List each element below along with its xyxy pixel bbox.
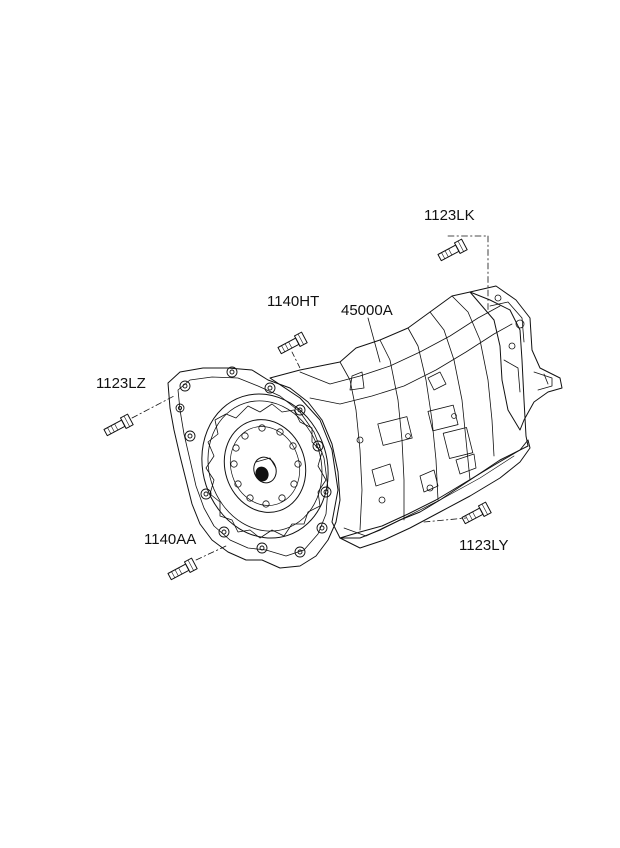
transmission-case (269, 291, 529, 539)
case-details (349, 371, 477, 504)
bolt-1140aa (167, 557, 198, 581)
transmission-assembly (167, 285, 563, 569)
housing-bosses (175, 366, 332, 558)
part-label-1140aa: 1140AA (144, 531, 197, 548)
bolt-1123lz (103, 413, 134, 437)
bolt-1140ht (277, 331, 308, 355)
bell-housing (167, 367, 341, 569)
part-label-1123ly: 1123LY (459, 537, 509, 554)
part-label-1123lk: 1123LK (424, 207, 475, 224)
part-label-1123lz: 1123LZ (96, 375, 146, 392)
converter-stud-holes (230, 424, 302, 508)
oil-pan (339, 439, 531, 549)
bolt-1123lk (437, 238, 468, 262)
case-ribs (299, 295, 513, 531)
extension-housing (469, 285, 563, 431)
torque-converter (201, 393, 329, 539)
leader-lines (131, 235, 489, 561)
part-label-1140ht: 1140HT (267, 293, 320, 310)
bolt-1123ly (461, 501, 492, 525)
part-label-45000a: 45000A (341, 302, 393, 319)
